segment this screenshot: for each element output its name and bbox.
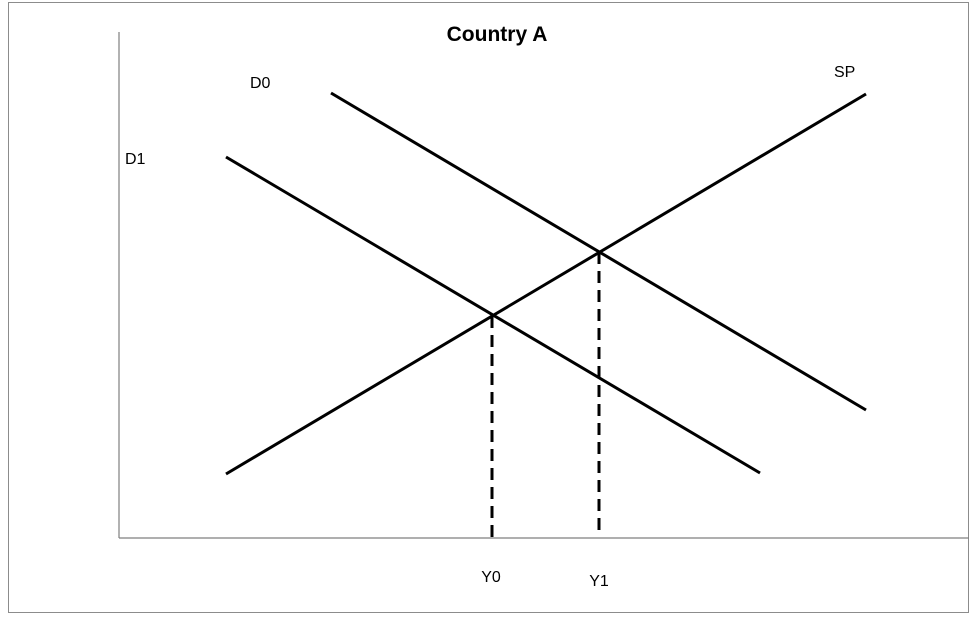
diagram-frame <box>8 2 969 613</box>
label-y0: Y0 <box>481 569 501 586</box>
label-y1: Y1 <box>589 573 609 590</box>
diagram-title: Country A <box>447 23 548 46</box>
label-d0: D0 <box>250 75 271 92</box>
label-d1: D1 <box>125 151 146 168</box>
label-sp: SP <box>834 64 855 81</box>
supply-curve-sp <box>225 92 867 476</box>
